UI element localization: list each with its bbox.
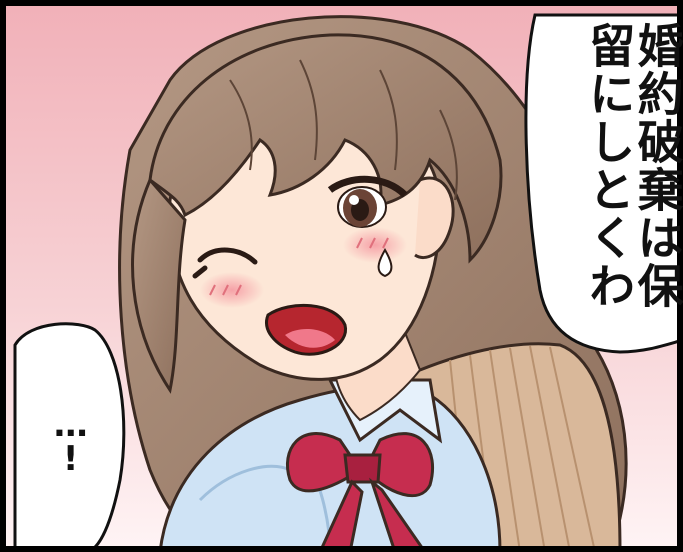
right-bubble-text: 婚約破棄は保留にしとくわ: [582, 22, 683, 310]
open-eye: [327, 175, 408, 228]
winking-eye: [192, 247, 258, 279]
left-speech-bubble: [13, 322, 126, 552]
left-bubble-text: …!: [50, 405, 91, 473]
ribbon: [285, 432, 435, 552]
blush-left: [200, 272, 264, 308]
right-speech-bubble: [524, 13, 683, 354]
mouth: [265, 303, 347, 356]
sweat-drop: [377, 248, 393, 278]
ear: [414, 176, 455, 260]
blush-right: [343, 227, 407, 263]
hair-strand-left: [131, 177, 187, 394]
